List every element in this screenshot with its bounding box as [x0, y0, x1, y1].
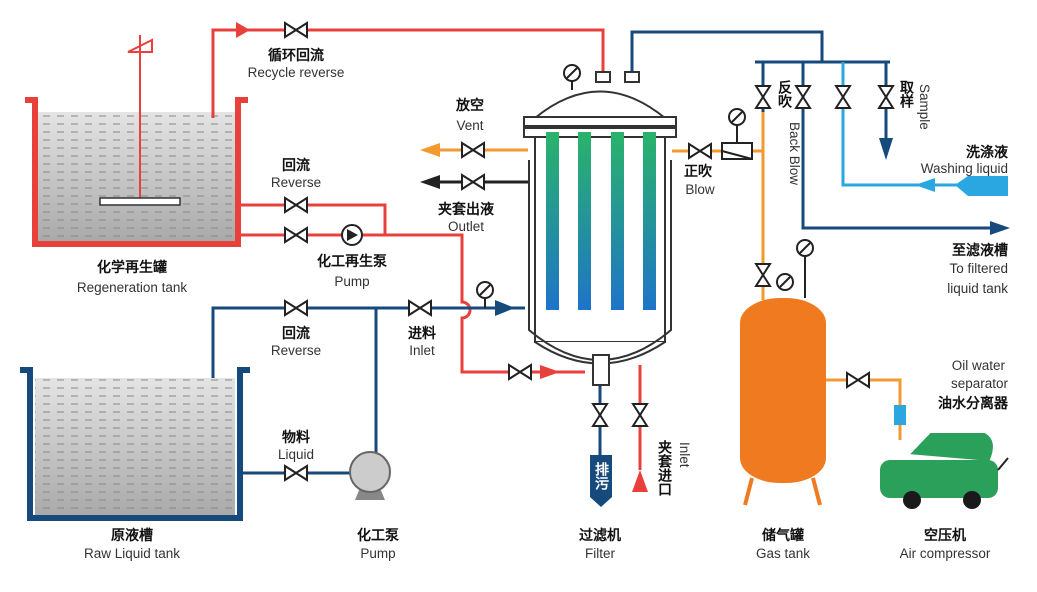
label-drain: 排污 [593, 461, 609, 491]
label-outlet-en: Outlet [448, 219, 484, 234]
label-inlet-en: Inlet [409, 343, 435, 358]
label-liquid-en: Liquid [278, 447, 314, 462]
filter-vessel [523, 71, 677, 386]
label-reverse2-cn: 回流 [282, 325, 310, 342]
feed-line [211, 306, 525, 378]
label-reverse-cn: 回流 [282, 157, 310, 174]
label-blow-cn: 正吹 [684, 163, 713, 180]
label-pump-en: Pump [360, 546, 395, 561]
label-separator-en2: separator [951, 376, 1009, 391]
label-vent-cn: 放空 [455, 97, 484, 114]
label-recycle-cn: 循环回流 [268, 47, 324, 64]
label-washing-cn: 洗涤液 [966, 144, 1009, 161]
label-jacket-inlet-en: Inlet [677, 442, 692, 468]
jacket-inlet-arrow [632, 470, 648, 492]
stirrer-blade [99, 197, 181, 206]
raw-liquid-tank [20, 367, 250, 521]
pressure-gauges [476, 108, 814, 308]
label-back-blow-en: Back Blow [787, 122, 802, 185]
label-raw-tank-cn: 原液槽 [111, 527, 153, 544]
label-vent-en: Vent [456, 118, 483, 133]
drain-outlet [590, 455, 612, 507]
air-compressor [880, 431, 1009, 509]
label-regen-tank-en: Regeneration tank [77, 280, 188, 295]
label-washing-en: Washing liquid [921, 161, 1008, 176]
label-regen-tank-cn: 化学再生罐 [97, 259, 167, 276]
label-blow-en: Blow [685, 182, 715, 197]
label-recycle-en: Recycle reverse [248, 65, 345, 80]
label-reverse-en: Reverse [271, 175, 321, 190]
label-back-blow-cn: 反吹 [776, 79, 792, 109]
oil-water-separator [894, 405, 906, 425]
label-regen-pump-cn: 化工再生泵 [317, 253, 387, 270]
label-liquid-cn: 物料 [282, 429, 310, 446]
recycle-line [211, 28, 605, 118]
label-raw-tank-en: Raw Liquid tank [84, 546, 180, 561]
label-regen-pump-en: Pump [334, 274, 369, 289]
regen-pump-icon [341, 224, 363, 246]
regen-pump-line [238, 233, 585, 374]
label-filtered-en1: To filtered [949, 261, 1008, 276]
washing-liquid-inlet [955, 176, 1008, 196]
solenoid-valve [721, 142, 753, 160]
label-sample-cn: 取样 [898, 80, 914, 109]
label-separator-en1: Oil water [952, 358, 1006, 373]
gas-tank [740, 298, 826, 506]
label-inlet-cn: 进料 [408, 325, 436, 342]
label-compressor-en: Air compressor [900, 546, 991, 561]
regeneration-tank [25, 35, 248, 247]
label-pump-cn: 化工泵 [357, 527, 399, 544]
label-outlet-cn: 夹套出液 [438, 201, 495, 218]
label-compressor-cn: 空压机 [924, 527, 966, 544]
label-filtered-cn: 至滤液槽 [952, 242, 1008, 259]
reverse-line [238, 203, 387, 235]
label-gas-tank-cn: 储气罐 [761, 527, 804, 544]
label-separator-cn: 油水分离器 [938, 395, 1009, 412]
label-jacket-inlet-cn: 夹套进口 [656, 439, 672, 496]
feed-pump-icon [349, 451, 391, 500]
label-filter-cn: 过滤机 [579, 527, 621, 544]
label-filter-en: Filter [585, 546, 616, 561]
label-sample-en: Sample [917, 84, 932, 130]
label-reverse2-en: Reverse [271, 343, 321, 358]
label-gas-tank-en: Gas tank [756, 546, 810, 561]
label-filtered-en2: liquid tank [947, 281, 1008, 296]
